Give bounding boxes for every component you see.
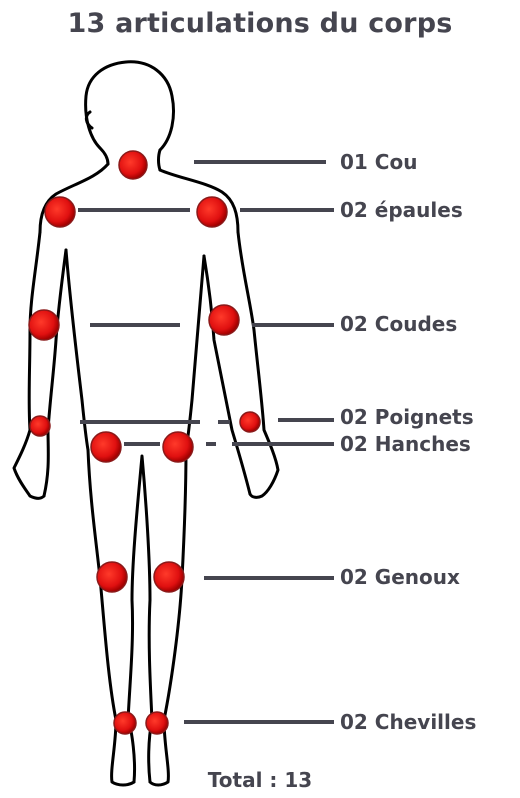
label-hips: 02 Hanches	[340, 432, 471, 456]
joint-hip-left	[91, 432, 121, 462]
label-shoulders: 02 épaules	[340, 198, 463, 222]
label-ankles: 02 Chevilles	[340, 710, 476, 734]
joint-ankle-left	[114, 712, 136, 734]
joint-elbow-left	[29, 310, 59, 340]
total-label: Total : 13	[0, 768, 520, 792]
label-elbows: 02 Coudes	[340, 312, 457, 336]
label-wrists: 02 Poignets	[340, 405, 474, 429]
joint-ankle-right	[146, 712, 168, 734]
label-knees: 02 Genoux	[340, 565, 460, 589]
joint-knee-left	[97, 562, 127, 592]
joint-knee-right	[154, 562, 184, 592]
joint-hip-right	[163, 432, 193, 462]
joint-wrist-right	[240, 412, 260, 432]
joint-neck	[119, 151, 147, 179]
joint-elbow-right	[209, 305, 239, 335]
label-neck: 01 Cou	[340, 150, 417, 174]
joint-shoulder-left	[45, 197, 75, 227]
joint-wrist-left	[30, 416, 50, 436]
joint-shoulder-right	[197, 197, 227, 227]
